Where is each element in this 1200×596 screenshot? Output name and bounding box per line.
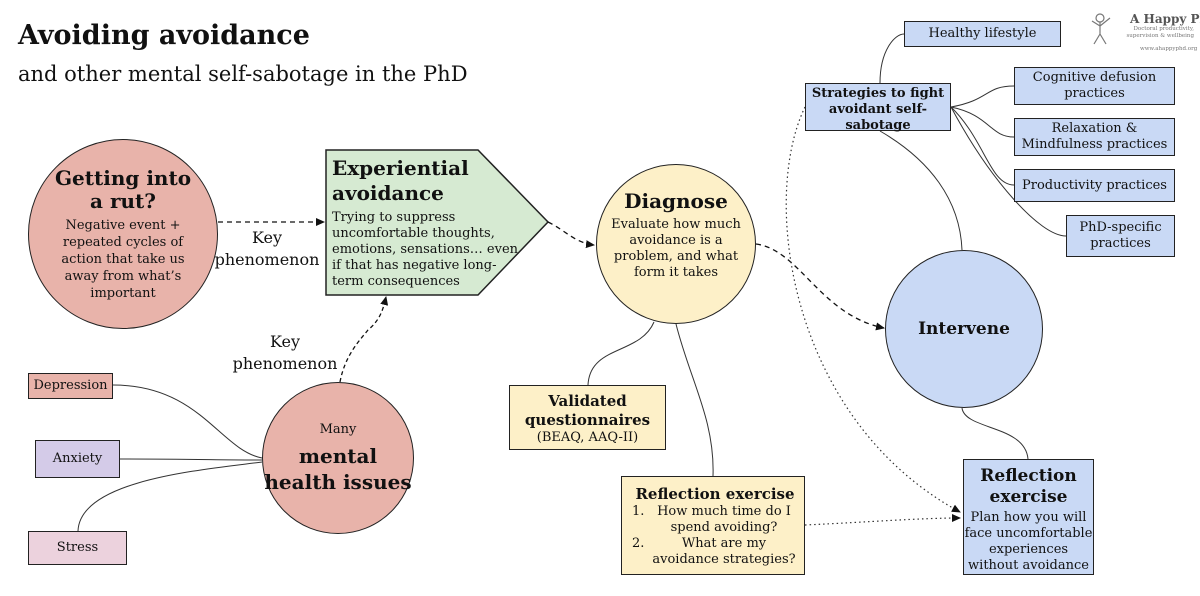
edge-strategies-to-productivity bbox=[950, 106, 1015, 186]
edge-stress-to-mhi bbox=[77, 461, 263, 532]
list-item: 1. How much time do I spend avoiding? bbox=[632, 504, 798, 536]
edge-strategies-to-healthy bbox=[879, 33, 905, 84]
node-productivity-practices: Productivity practices bbox=[1014, 169, 1175, 202]
edge-strategies-to-phd bbox=[950, 106, 1067, 237]
page-title: Avoiding avoidance bbox=[18, 20, 310, 51]
node-phd-specific-practices: PhD-specific practices bbox=[1066, 215, 1175, 257]
edge-diagnose-to-reflection bbox=[675, 323, 714, 477]
node-body: Evaluate how much avoidance is a problem… bbox=[611, 217, 741, 280]
logo-url: www.ahappyphd.org bbox=[1140, 46, 1198, 52]
node-relaxation-mindfulness: Relaxation & Mindfulness practices bbox=[1014, 118, 1175, 156]
node-title: Experiential avoidance bbox=[332, 156, 469, 205]
list-text: How much time do I spend avoiding? bbox=[657, 504, 791, 535]
page-subtitle: and other mental self-sabotage in the Ph… bbox=[18, 62, 468, 86]
node-body: Plan how you will face uncomfortable exp… bbox=[964, 510, 1093, 573]
node-body: Trying to suppress uncomfortable thought… bbox=[332, 210, 519, 289]
edge-label-key-phenomenon: Key phenomenon bbox=[214, 228, 320, 269]
node-cognitive-defusion: Cognitive defusion practices bbox=[1014, 67, 1175, 105]
node-title: Getting into a rut? bbox=[54, 165, 192, 213]
edge-depression-to-mhi bbox=[112, 384, 263, 459]
node-healthy-lifestyle: Healthy lifestyle bbox=[904, 21, 1061, 47]
list-number: 1. bbox=[632, 504, 645, 519]
list-text: What are my avoidance strategies? bbox=[652, 536, 796, 567]
node-body: Negative event + repeated cycles of acti… bbox=[61, 217, 185, 301]
edge-anxiety-to-mhi bbox=[119, 458, 263, 461]
node-diagnose: Diagnose Evaluate how much avoidance is … bbox=[596, 164, 756, 324]
node-mental-health-issues: Many mental health issues bbox=[262, 382, 414, 534]
list-item: 2. What are my avoidance strategies? bbox=[632, 536, 798, 568]
node-stress: Stress bbox=[28, 531, 127, 565]
node-anxiety: Anxiety bbox=[35, 440, 120, 478]
logo-tagline: Doctoral productivity, supervision & wel… bbox=[1126, 26, 1194, 39]
edge-diagnose-to-intervene bbox=[755, 243, 885, 331]
node-experiential-avoidance: Experiential avoidance Trying to suppres… bbox=[332, 156, 522, 290]
node-title: Reflection exercise bbox=[980, 466, 1077, 507]
edge-intervene-to-strategies bbox=[879, 130, 963, 251]
node-title: Reflection exercise bbox=[635, 485, 795, 503]
node-intervene: Intervene bbox=[885, 250, 1043, 408]
edge-mental-health-to-experiential bbox=[339, 296, 389, 383]
edge-reflection-to-reflection bbox=[804, 514, 961, 526]
edge-strategies-to-relaxation bbox=[950, 106, 1015, 138]
node-depression: Depression bbox=[28, 373, 113, 399]
edge-experiential-to-diagnose bbox=[547, 221, 595, 249]
list-number: 2. bbox=[632, 536, 645, 551]
edge-intervene-to-reflection bbox=[961, 407, 1029, 460]
edge-diagnose-to-validated bbox=[587, 321, 655, 386]
logo-title: A Happy PhD bbox=[1130, 12, 1200, 26]
node-reflection-exercise-intervene: Reflection exercise Plan how you will fa… bbox=[963, 459, 1094, 575]
node-getting-into-rut: Getting into a rut? Negative event + rep… bbox=[28, 139, 218, 329]
experiential-avoidance-shape bbox=[325, 149, 550, 296]
node-title: Diagnose bbox=[624, 189, 728, 213]
node-reflection-exercise-diagnose: Reflection exercise 1. How much time do … bbox=[621, 476, 805, 575]
node-prefix: Many bbox=[319, 422, 357, 437]
stick-figure-icon bbox=[1091, 13, 1111, 45]
node-validated-questionnaires: Validated questionnaires (BEAQ, AAQ-II) bbox=[509, 385, 666, 450]
edge-strategies-to-cognitive bbox=[950, 85, 1015, 108]
edge-label-key-phenomenon: Key phenomenon bbox=[232, 332, 338, 373]
node-body: (BEAQ, AAQ-II) bbox=[536, 430, 639, 445]
node-title: mental health issues bbox=[264, 444, 412, 494]
node-title: Validated questionnaires bbox=[524, 392, 651, 429]
node-strategies: Strategies to fight avoidant self-sabota… bbox=[805, 83, 951, 133]
